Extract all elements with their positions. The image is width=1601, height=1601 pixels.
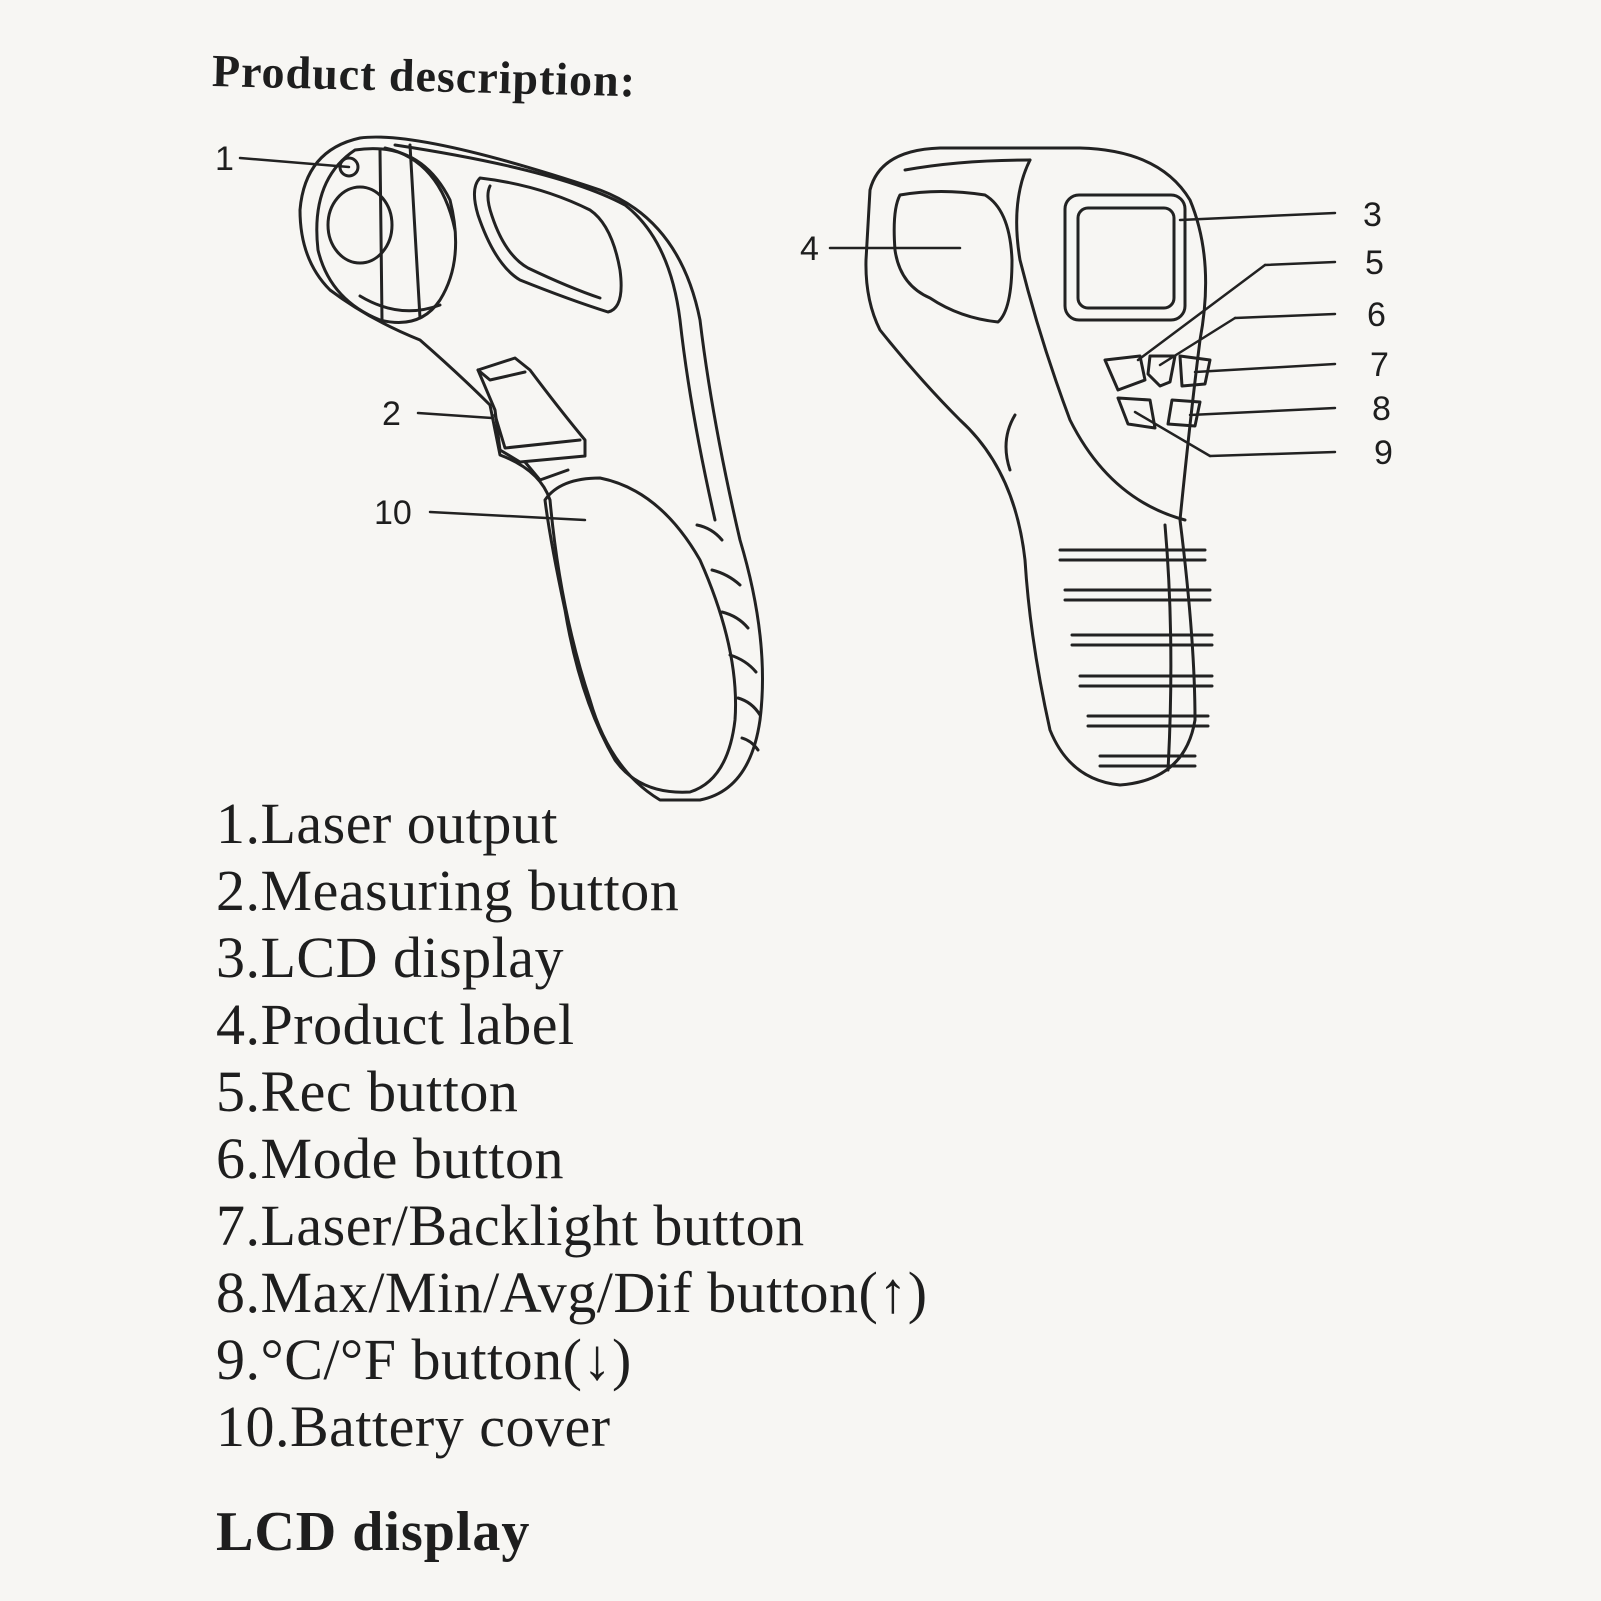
list-item: 2.Measuring button	[216, 858, 680, 923]
list-item: 1.Laser output	[216, 791, 559, 856]
callout-7: 7	[1370, 346, 1389, 384]
list-item: 6.Mode button	[216, 1126, 565, 1191]
callout-3: 3	[1363, 196, 1382, 234]
side-view-device	[298, 135, 764, 802]
trigger-button	[476, 356, 587, 482]
list-item: 5.Rec button	[216, 1059, 519, 1124]
callout-10: 10	[374, 494, 412, 532]
list-item: 4.Product label	[216, 992, 575, 1057]
callout-2: 2	[382, 395, 401, 433]
grip-ribs	[695, 523, 762, 752]
front-body-outline	[864, 146, 1208, 787]
callout-5: 5	[1365, 244, 1384, 282]
side-window	[473, 176, 623, 314]
callout-1: 1	[215, 140, 234, 178]
front-buttons	[1103, 354, 1212, 430]
section-heading: LCD display	[216, 1501, 531, 1563]
list-item: 3.LCD display	[216, 925, 565, 990]
callout-4: 4	[800, 230, 819, 268]
lcd-screen	[1063, 193, 1187, 322]
battery-cover	[543, 476, 738, 794]
parts-list: 1.Laser output 2.Measuring button 3.LCD …	[216, 790, 928, 1460]
front-view-device	[864, 146, 1214, 787]
product-illustration: 1 2 10 3 4 5 6 7 8 9	[215, 135, 1393, 802]
front-grip-ribs	[1058, 548, 1214, 768]
callout-8: 8	[1372, 390, 1391, 428]
callout-numbers: 1 2 10 3 4 5 6 7 8 9	[215, 140, 1393, 532]
front-label-window	[892, 190, 1014, 324]
list-item: 10.Battery cover	[216, 1394, 611, 1459]
callout-9: 9	[1374, 434, 1393, 472]
list-item: 8.Max/Min/Avg/Dif button(↑)	[216, 1260, 928, 1325]
list-item: 7.Laser/Backlight button	[216, 1193, 805, 1258]
callout-6: 6	[1367, 296, 1386, 334]
list-item: 9.°C/°F button(↓)	[216, 1327, 632, 1392]
leader-lines	[238, 156, 1337, 522]
